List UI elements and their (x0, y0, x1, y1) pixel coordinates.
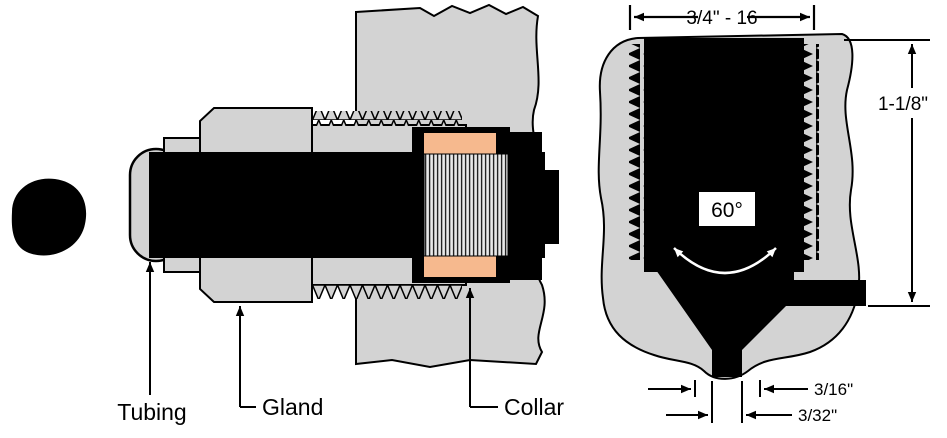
collar-ferrule-top (424, 133, 496, 154)
assembly-view: Tubing Gland Collar (117, 3, 564, 425)
collar-threads (423, 153, 509, 257)
dim-counterbore: 3/16" (814, 380, 853, 399)
port-threads-left (629, 44, 645, 260)
gland-threads-bottom (312, 284, 462, 299)
dim-angle: 60° (711, 199, 743, 222)
fitting-nose (508, 132, 542, 280)
collar-label: Collar (504, 394, 564, 420)
port-cone (656, 270, 866, 377)
port-view: 60° 3/4" - 16 1-1/8" 3/16" (597, 5, 944, 425)
dim-depth-lines (844, 39, 930, 307)
dim-thread-lines (628, 5, 816, 30)
dim-through-hole: 3/32" (798, 406, 837, 425)
dim-hole-lines (648, 380, 808, 423)
angle-label-bg (699, 192, 755, 226)
port-bore (644, 38, 804, 272)
tube-stub (542, 170, 559, 244)
collar-ferrule-bottom (424, 256, 496, 277)
dim-depth: 1-1/8" (878, 94, 928, 115)
gland-label: Gland (262, 394, 323, 420)
leader-lines (145, 262, 498, 408)
tubing-label: Tubing (117, 399, 186, 425)
ink-blot (11, 178, 87, 256)
dim-depth-bg (868, 88, 944, 118)
angle-arc-arrow (673, 247, 777, 275)
port-threads-right (803, 44, 819, 260)
dim-thread-spec: 3/4" - 16 (686, 8, 757, 29)
gland-threads-top (312, 111, 462, 126)
